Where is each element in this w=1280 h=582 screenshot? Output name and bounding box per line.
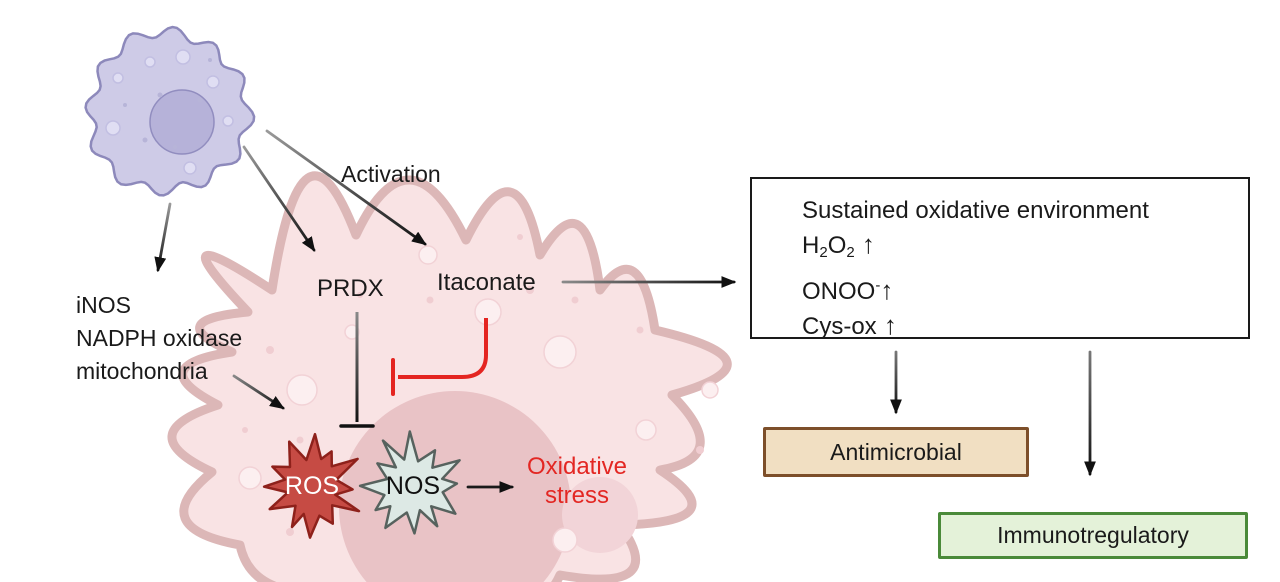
sources-to-ros-arrow — [232, 374, 285, 410]
oxidant-sources-label: iNOS NADPH oxidase mitochondria — [76, 289, 242, 388]
onoo-line: ONOO-↑ — [802, 275, 894, 305]
resting-macrophage-cell — [84, 25, 256, 197]
up-arrow-icon: ↑ — [854, 228, 875, 259]
arrow-to-oxidant-sources — [154, 202, 172, 273]
immunoregulatory-box: Immunotregulatory — [938, 512, 1248, 559]
prdx-inhibition-bar — [339, 312, 375, 428]
ros-burst-icon — [262, 432, 361, 539]
up-arrow-icon: ↑ — [880, 275, 894, 305]
antimicrobial-label: Antimicrobial — [830, 438, 962, 465]
oxidative-stress-line2: stress — [544, 482, 609, 509]
environment-box: Sustained oxidative environment H2O2 ↑ O… — [750, 177, 1250, 340]
source-nadph-oxidase: NADPH oxidase — [76, 325, 243, 351]
activated-cell-nucleus — [339, 391, 571, 582]
activation-arrow-right — [265, 129, 427, 246]
oxidative-stress-line1: Oxidative — [526, 453, 628, 480]
ros-label: ROS — [284, 472, 340, 500]
immunoregulatory-label: Immunotregulatory — [997, 522, 1189, 548]
source-inos: iNOS — [76, 292, 131, 318]
h2o2-line: H2O2 ↑ — [802, 228, 875, 261]
itaconate-label: Itaconate — [437, 269, 536, 296]
activation-label: Activation — [341, 161, 441, 187]
arrows — [154, 129, 1096, 493]
itaconate-inhibition-bar — [391, 318, 488, 396]
up-arrow-icon: ↑ — [876, 309, 897, 340]
cysox-line: Cys-ox ↑ — [802, 309, 897, 340]
nos-label: NOS — [385, 472, 441, 500]
source-mitochondria: mitochondria — [76, 358, 208, 384]
resting-cell-speckles — [123, 58, 212, 149]
nos-burst-icon — [358, 430, 461, 535]
antimicrobial-box: Antimicrobial — [763, 427, 1029, 477]
resting-cell-vesicles — [105, 49, 234, 175]
oxidative-stress-label: Oxidative stress — [517, 452, 637, 510]
environment-box-title: Sustained oxidative environment — [802, 197, 1149, 224]
prdx-label: PRDX — [317, 275, 384, 302]
activated-cell-vesicles — [238, 234, 719, 553]
resting-cell-nucleus — [149, 89, 215, 155]
activation-arrow-left — [242, 145, 316, 252]
